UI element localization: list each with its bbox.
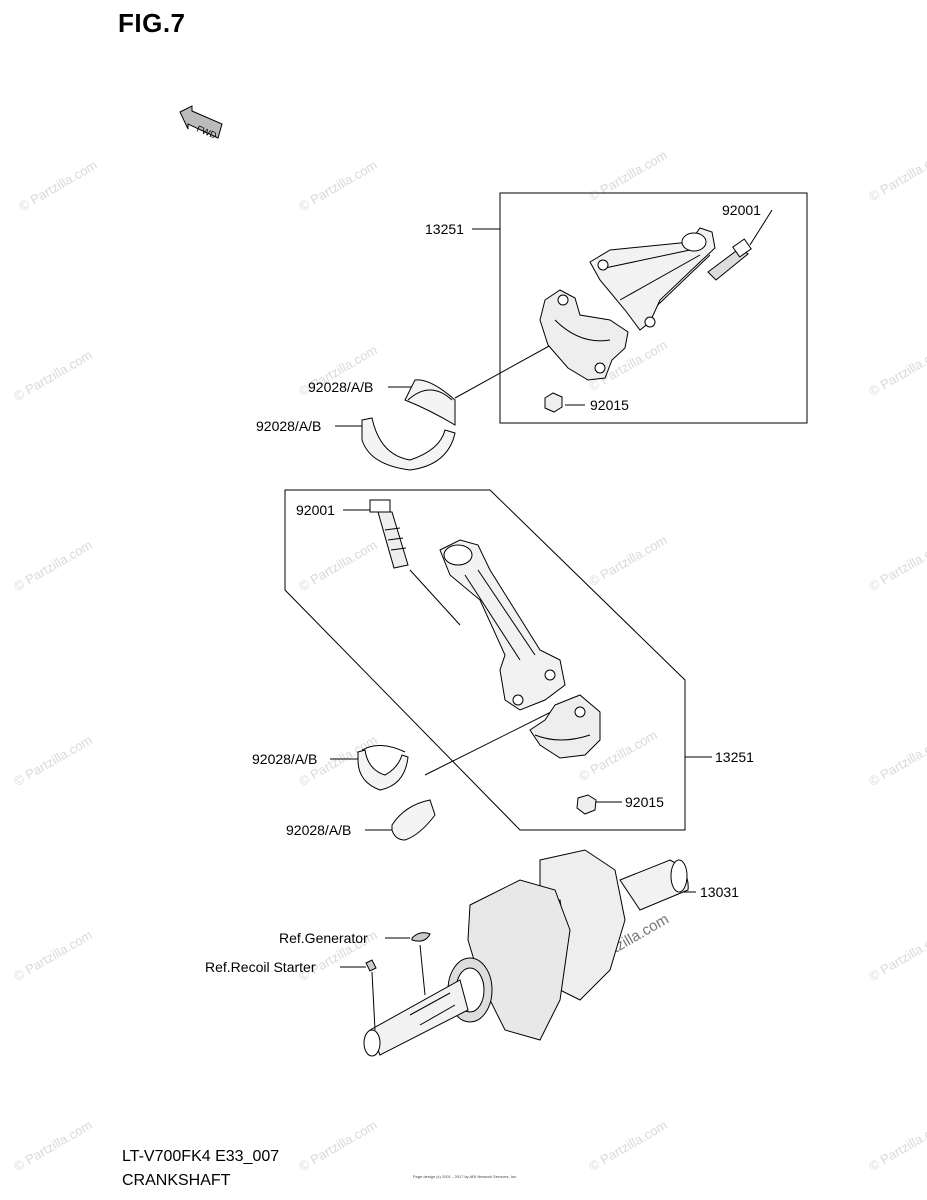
- lower-bearing-shell-1: [357, 745, 409, 791]
- upper-assembly-box: [499, 192, 808, 424]
- upper-bolt: [707, 238, 752, 281]
- upper-rod-cap: [539, 289, 629, 381]
- callout-lower-rod-assembly[interactable]: 13251: [715, 749, 754, 765]
- recoil-starter-key: [365, 959, 377, 972]
- lower-rod-cap: [529, 694, 601, 759]
- upper-bearing-shell-1: [404, 379, 456, 426]
- lower-assembly-outline: [284, 489, 686, 831]
- callout-ref-generator[interactable]: Ref.Generator: [279, 930, 368, 946]
- lower-connecting-rod: [439, 539, 566, 711]
- callout-crankshaft[interactable]: 13031: [700, 884, 739, 900]
- lower-bolt: [369, 499, 409, 569]
- upper-nut: [544, 392, 563, 413]
- callout-ref-recoil-starter[interactable]: Ref.Recoil Starter: [205, 959, 316, 975]
- section-name: CRANKSHAFT: [122, 1172, 231, 1189]
- lower-nut: [576, 794, 597, 815]
- figure-title: FIG.7: [118, 8, 186, 38]
- callout-upper-bolt[interactable]: 92001: [722, 202, 761, 218]
- model-code: LT-V700FK4 E33_007: [122, 1148, 280, 1165]
- callout-lower-bearing-2[interactable]: 92028/A/B: [286, 822, 352, 838]
- callout-lower-nut[interactable]: 92015: [625, 794, 664, 810]
- callout-upper-nut[interactable]: 92015: [590, 397, 629, 413]
- generator-key: [411, 932, 431, 942]
- upper-connecting-rod: [589, 227, 716, 331]
- callout-upper-bearing-1[interactable]: 92028/A/B: [308, 379, 374, 395]
- fwd-arrow-icon: FWD: [179, 105, 223, 141]
- callout-upper-rod-assembly[interactable]: 13251: [425, 221, 464, 237]
- callout-lower-bolt[interactable]: 92001: [296, 502, 335, 518]
- lower-bearing-shell-2: [391, 799, 436, 841]
- upper-bearing-shell-2: [361, 417, 456, 471]
- fine-print: Page design (c) 2001 - 2017 by ARI Netwo…: [412, 1174, 518, 1179]
- callout-lower-bearing-1[interactable]: 92028/A/B: [252, 751, 318, 767]
- crankshaft: [363, 849, 689, 1057]
- callout-upper-bearing-2[interactable]: 92028/A/B: [256, 418, 322, 434]
